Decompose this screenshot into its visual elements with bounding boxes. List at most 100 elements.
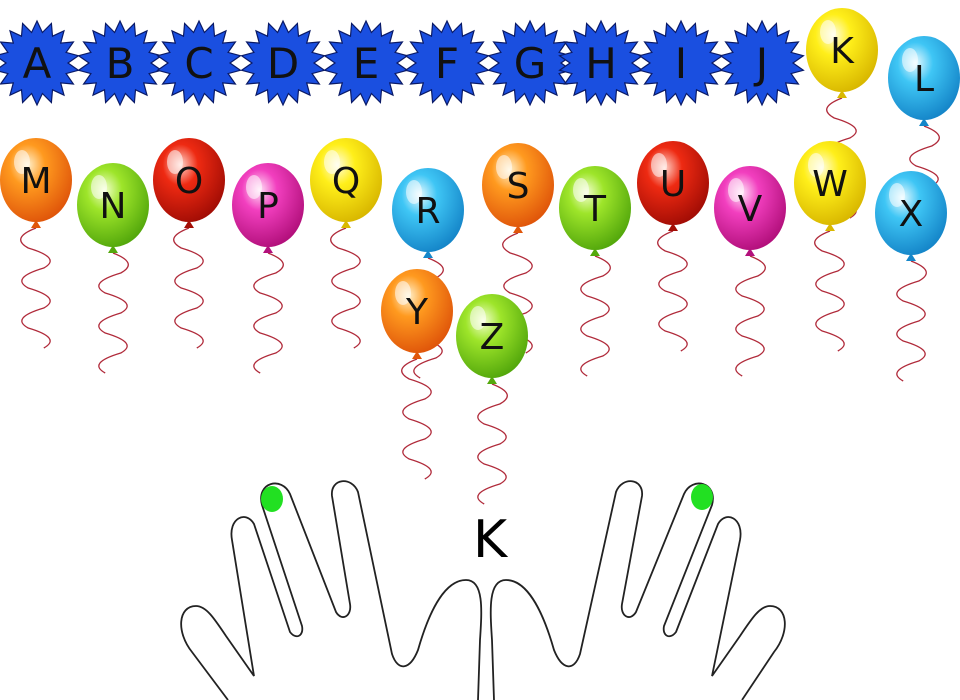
balloon-knot [906,253,916,261]
balloon-shine [496,155,512,179]
right-hand-icon [489,480,786,700]
balloon-s[interactable]: S [482,143,554,233]
balloon-knot [263,245,273,253]
balloon-letter: V [738,189,763,230]
balloon-string [173,227,204,349]
starburst-icon [638,19,724,107]
balloon-shine [728,178,744,202]
popped-letter-label: D [267,39,299,88]
target-letter: K [472,510,508,570]
popped-letter-b: B [77,19,163,107]
balloon-p[interactable]: P [232,163,304,253]
popped-letter-d: D [240,19,326,107]
popped-letter-h: H [558,19,644,107]
balloon-letter: K [830,31,855,72]
balloon-string [896,260,927,382]
balloon-shine [406,180,422,204]
balloon-letter: W [812,164,848,205]
balloon-z[interactable]: Z [456,294,528,384]
balloon-knot [668,223,678,231]
balloon-knot [31,220,41,228]
balloon-string [253,252,284,374]
balloon-letter: X [899,194,924,235]
balloon-shine [820,20,836,44]
popped-letter-label: I [675,39,687,88]
balloon-shine [889,183,905,207]
balloon-q[interactable]: Q [310,138,382,228]
starburst-icon [719,19,805,107]
balloon-letter: L [914,59,934,100]
balloon-shine [324,150,340,174]
popped-letter-f: F [404,19,490,107]
balloon-shine [808,153,824,177]
balloon-knot [513,225,523,233]
balloon-l[interactable]: L [888,36,960,126]
balloon-y[interactable]: Y [381,269,453,359]
popped-letter-c: C [156,19,242,107]
popped-letter-label: J [753,39,768,88]
balloon-letter: T [583,189,607,230]
balloon-strings [20,97,940,505]
balloon-letter: N [100,186,127,227]
balloon-u[interactable]: U [637,141,709,231]
balloon-string [580,255,611,377]
balloon-letter: Z [480,317,505,358]
balloon-knot [184,220,194,228]
balloon-string [657,230,688,352]
popped-letter-label: A [23,39,52,88]
balloon-string [330,227,361,349]
balloon-n[interactable]: N [77,163,149,253]
left-middle-finger-highlight [261,486,283,512]
balloon-v[interactable]: V [714,166,786,256]
balloon-shine [395,281,411,305]
balloon-string [814,230,845,352]
balloon-knot [423,250,433,258]
popped-letter-label: B [106,39,135,88]
balloon-shine [470,306,486,330]
balloon-shine [14,150,30,174]
starburst-icon [0,19,80,107]
balloon-letter: R [415,191,440,232]
balloon-letter: U [660,164,686,205]
popped-letter-j: J [719,19,805,107]
balloon-string [401,358,432,480]
balloon-knot [825,223,835,231]
popped-letter-i: I [638,19,724,107]
starburst-icon [323,19,409,107]
balloon-letter: M [20,161,51,202]
balloon-string [20,227,51,349]
balloon-shine [573,178,589,202]
balloon-w[interactable]: W [794,141,866,231]
balloon-string [98,252,129,374]
balloon-shine [902,48,918,72]
starburst-icon [404,19,490,107]
balloon-knot [108,245,118,253]
balloon-r[interactable]: R [392,168,464,258]
keyboard-hands [180,480,786,700]
balloon-knot [412,351,422,359]
popped-letter-label: H [585,39,617,88]
balloon-string [735,255,766,377]
balloon-m[interactable]: M [0,138,72,228]
popped-letter-g: G [487,19,573,107]
right-middle-finger-highlight [691,484,713,510]
balloon-string [477,383,508,505]
balloon-shine [91,175,107,199]
starburst-icon [77,19,163,107]
balloon-shine [651,153,667,177]
balloon-shine [246,175,262,199]
balloon-shine [167,150,183,174]
popped-letter-a: A [0,19,80,107]
balloon-letter: Y [405,292,429,333]
balloon-o[interactable]: O [153,138,225,228]
balloon-letter: S [507,166,530,207]
starburst-icon [156,19,242,107]
balloon-x[interactable]: X [875,171,947,261]
balloon-k[interactable]: K [806,8,878,98]
balloon-t[interactable]: T [559,166,631,256]
starburst-icon [240,19,326,107]
balloon-letter: O [175,161,203,202]
